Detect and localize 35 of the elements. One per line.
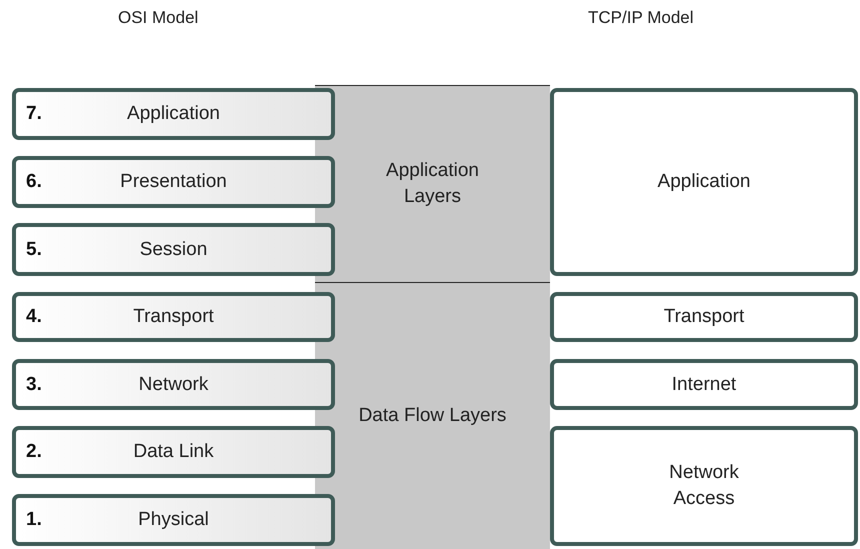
band-label: Application Layers (385, 159, 480, 209)
layer-name: Network (138, 374, 208, 396)
layer-box (12, 88, 335, 140)
layer-box (12, 359, 335, 410)
column-heading: TCP/IP Model (588, 8, 694, 28)
layer-number: 2. (26, 441, 42, 463)
layer-name: Application (656, 170, 752, 194)
layer-number: 1. (26, 509, 42, 531)
layer-name: Transport (133, 306, 214, 328)
layer-box (12, 156, 335, 208)
layer-box (550, 88, 858, 276)
layer-name: Network Access (668, 461, 740, 511)
layer-number: 3. (26, 374, 42, 396)
layer-name: Internet (670, 372, 738, 396)
layer-number: 7. (26, 103, 42, 125)
layer-box (550, 359, 858, 410)
layer-box (12, 292, 335, 342)
layer-box (12, 426, 335, 478)
layer-box (550, 426, 858, 546)
layer-group-band (315, 85, 550, 282)
layer-name: Physical (138, 509, 209, 531)
layer-box (12, 223, 335, 276)
layer-box (12, 494, 335, 546)
layer-name: Session (140, 238, 208, 260)
column-heading: OSI Model (118, 8, 198, 28)
layer-number: 6. (26, 171, 42, 193)
layer-box (550, 292, 858, 342)
layer-name: Application (127, 103, 220, 125)
band-label: Data Flow Layers (358, 404, 508, 428)
layer-number: 4. (26, 306, 42, 328)
layer-name: Presentation (120, 171, 227, 193)
layer-name: Data Link (133, 441, 214, 463)
layer-name: Transport (662, 305, 746, 329)
layer-number: 5. (26, 238, 42, 260)
layer-group-band (315, 282, 550, 549)
